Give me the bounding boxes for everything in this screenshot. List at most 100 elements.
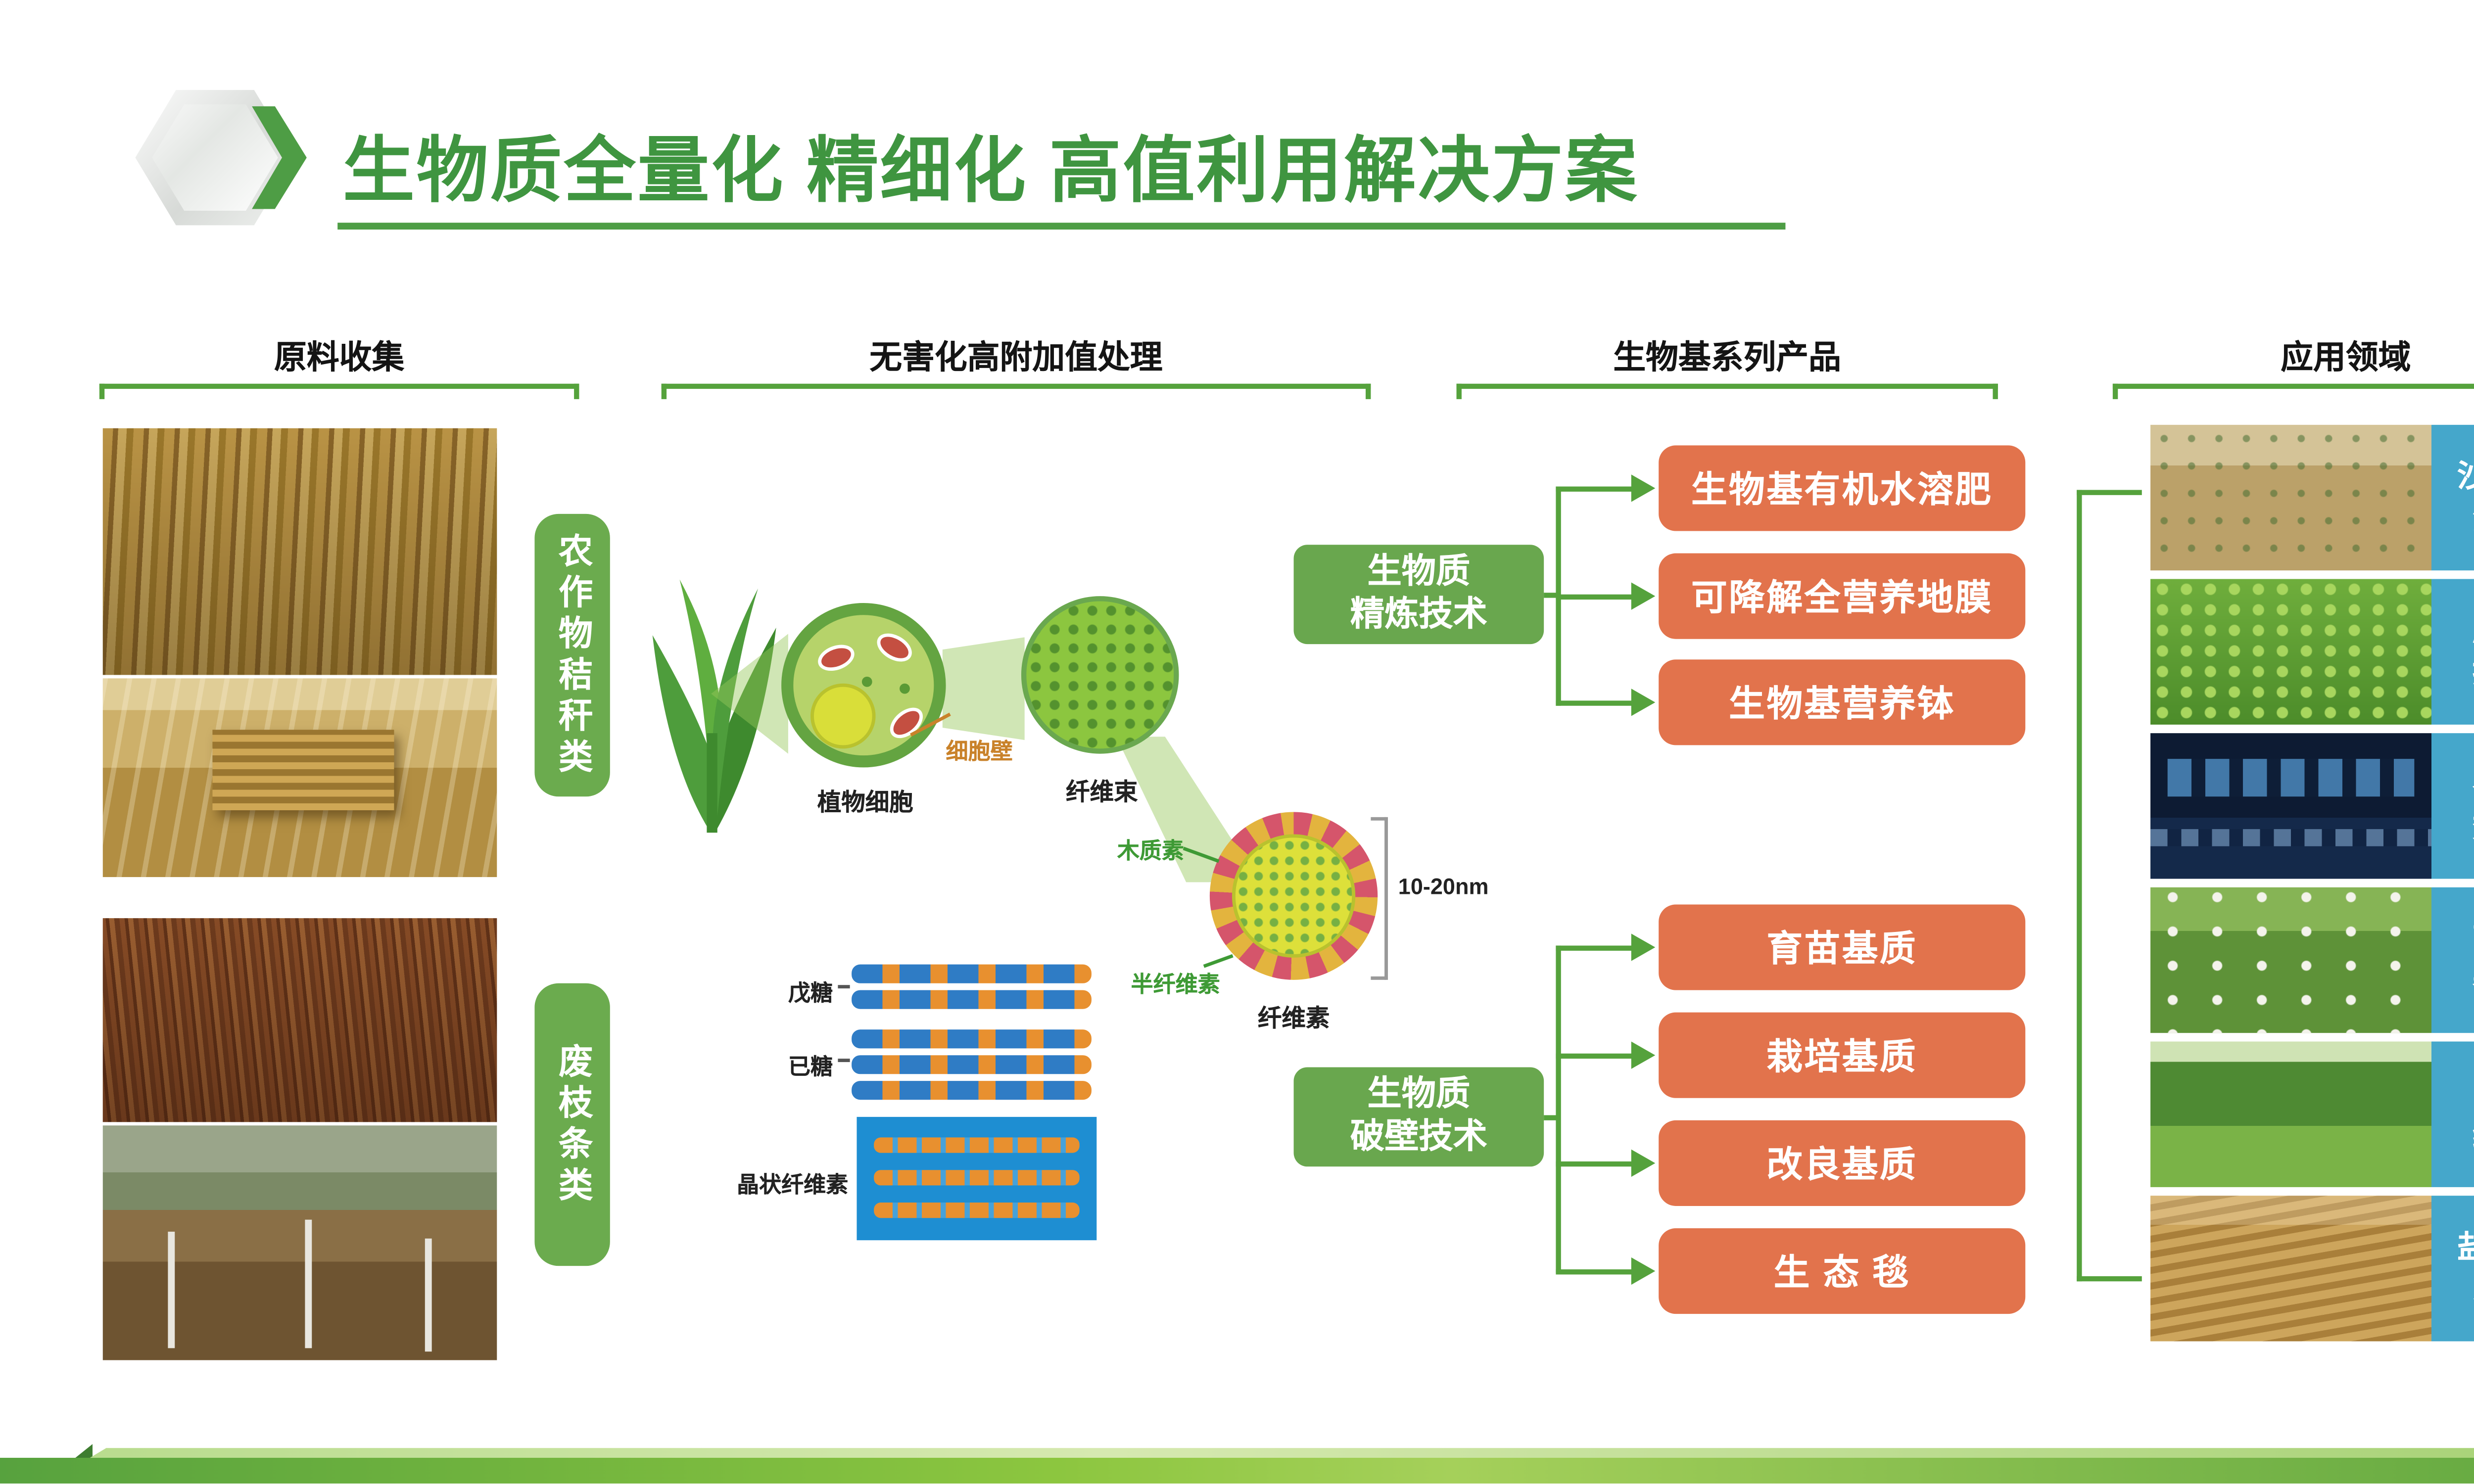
- label-diameter: 10-20nm: [1398, 874, 1489, 900]
- app-label-line: 畜牧: [2473, 919, 2474, 960]
- sugar-chain-row: [852, 1029, 1092, 1049]
- cell-dot: [900, 683, 910, 694]
- app-label-line: 改良: [2473, 1268, 2474, 1310]
- cell-organelle: [872, 627, 917, 668]
- ribbon-light-band: [89, 1448, 2474, 1459]
- straw-bale-shape: [213, 730, 395, 810]
- app-label-livestock: 畜牧 养殖: [2431, 887, 2474, 1033]
- tech-box-wall-breaking-line1: 生物质: [1367, 1075, 1471, 1113]
- label-hexose: 已糖: [788, 1053, 833, 1079]
- app-label-line: 农业: [2473, 764, 2474, 806]
- photo-corn-straw: [102, 428, 497, 675]
- connector-line: [1544, 593, 1560, 598]
- app-label-landscaping: 园林 绿化: [2431, 1041, 2474, 1187]
- connector-line: [1556, 1161, 1635, 1167]
- crystalline-cellulose-graphic: [856, 1116, 1097, 1241]
- connector-line: [1556, 700, 1635, 706]
- app-label-line: 园林: [2473, 1073, 2474, 1114]
- sugar-chain-row: [852, 964, 1092, 983]
- arrow-icon: [1631, 1041, 1656, 1069]
- arrow-icon: [1631, 933, 1656, 961]
- header-collection: 原料收集: [274, 341, 405, 377]
- photo-red-branches: [102, 918, 497, 1122]
- bracket-applications: [2112, 383, 2474, 399]
- arrow-icon: [1631, 1149, 1656, 1177]
- header-products: 生物基系列产品: [1613, 341, 1841, 377]
- light-beam: [942, 637, 1025, 741]
- pentose-leader-line: [838, 985, 850, 989]
- label-hemicellulose: 半纤维素: [1131, 971, 1220, 997]
- photo-sheep-grazing: [2150, 887, 2431, 1033]
- group-label-crop-straw: 农作物秸秆类: [534, 513, 610, 797]
- cell-organelle: [814, 640, 858, 676]
- app-label-line: 肥力: [2473, 610, 2474, 652]
- connector-line: [2077, 490, 2142, 495]
- plant-illustration: [637, 552, 788, 839]
- tech-box-refining-line2: 精炼技术: [1350, 596, 1487, 634]
- app-label-line: 绿化: [2473, 1114, 2474, 1156]
- app-label-saline-improvement: 盐碱地 改良: [2431, 1196, 2474, 1342]
- photo-straw-bales: [102, 678, 497, 878]
- connector-line: [1556, 1053, 1635, 1059]
- app-label-line: 盐碱地: [2457, 1227, 2474, 1268]
- fiber-bundle-graphic: [1021, 596, 1179, 754]
- product-button-seedling-substrate: 育苗基质: [1659, 904, 2026, 990]
- connector-line: [2077, 1276, 2142, 1282]
- label-cell-wall: 细胞壁: [946, 738, 1013, 764]
- plant-cell-graphic: [781, 603, 946, 768]
- page-title: 生物质全量化 精细化 高值利用解决方案: [342, 130, 1639, 211]
- dimension-tick: [1371, 976, 1386, 980]
- photo-desert-control: [2150, 424, 2431, 571]
- cell-dot: [861, 676, 872, 687]
- photo-saline-soil: [2150, 1196, 2431, 1342]
- product-button-cultivation-substrate: 栽培基质: [1659, 1012, 2026, 1098]
- label-lignin: 木质素: [1117, 837, 1184, 864]
- connector-line: [2077, 490, 2082, 1282]
- sugar-chain-row: [852, 1055, 1092, 1074]
- connector-line: [1556, 486, 1635, 492]
- product-button-improvement-substrate: 改良基质: [1659, 1120, 2026, 1206]
- arrow-icon: [1631, 582, 1656, 610]
- tech-box-wall-breaking: 生物质 破壁技术: [1293, 1067, 1544, 1167]
- header-applications: 应用领域: [2281, 341, 2411, 377]
- hexose-leader-line: [838, 1059, 850, 1063]
- photo-vegetable-field: [2150, 579, 2431, 725]
- bracket-products: [1456, 383, 1998, 399]
- console-strip: [2150, 829, 2431, 847]
- app-label-line: 治理: [2473, 498, 2474, 539]
- dimension-tick: [1371, 817, 1386, 821]
- product-button-eco-blanket: 生 态 毯: [1659, 1228, 2026, 1314]
- ribbon-fold: [75, 1444, 93, 1459]
- crystal-chain-row: [874, 1137, 1080, 1153]
- app-label-line: 提升: [2473, 652, 2474, 694]
- sugar-chain-row: [852, 990, 1092, 1009]
- arrow-icon: [1631, 474, 1656, 502]
- connector-line: [1556, 945, 1561, 1273]
- arrow-icon: [1631, 689, 1656, 716]
- connector-line: [1556, 945, 1635, 951]
- app-label-line: 数据: [2473, 806, 2474, 847]
- app-label-desertification: 沙漠化 治理: [2431, 424, 2474, 571]
- cell-organelle: [884, 701, 929, 744]
- app-label-line: 养殖: [2473, 960, 2474, 1002]
- photo-pruned-vines: [102, 1125, 497, 1360]
- tech-box-refining: 生物质 精炼技术: [1293, 545, 1544, 645]
- cellulose-core-graphic: [1232, 834, 1356, 958]
- app-label-fertility: 肥力 提升: [2431, 579, 2474, 725]
- cell-nucleus: [810, 683, 876, 749]
- connector-line: [1544, 1115, 1560, 1120]
- bracket-processing: [661, 383, 1371, 399]
- header-processing: 无害化高附加值处理: [869, 341, 1163, 377]
- app-label-agri-data: 农业 数据: [2431, 733, 2474, 879]
- vine-post: [305, 1219, 312, 1348]
- sugar-chain-row: [852, 1081, 1092, 1100]
- photo-agri-data-center: [2150, 733, 2431, 879]
- app-label-line: 沙漠化: [2457, 456, 2474, 498]
- crystal-chain-row: [874, 1203, 1080, 1218]
- label-fiber-bundle: 纤维束: [1065, 778, 1138, 805]
- connector-line: [1556, 1269, 1635, 1275]
- vine-post: [425, 1238, 432, 1351]
- group-label-waste-branches: 废枝条类: [534, 983, 610, 1266]
